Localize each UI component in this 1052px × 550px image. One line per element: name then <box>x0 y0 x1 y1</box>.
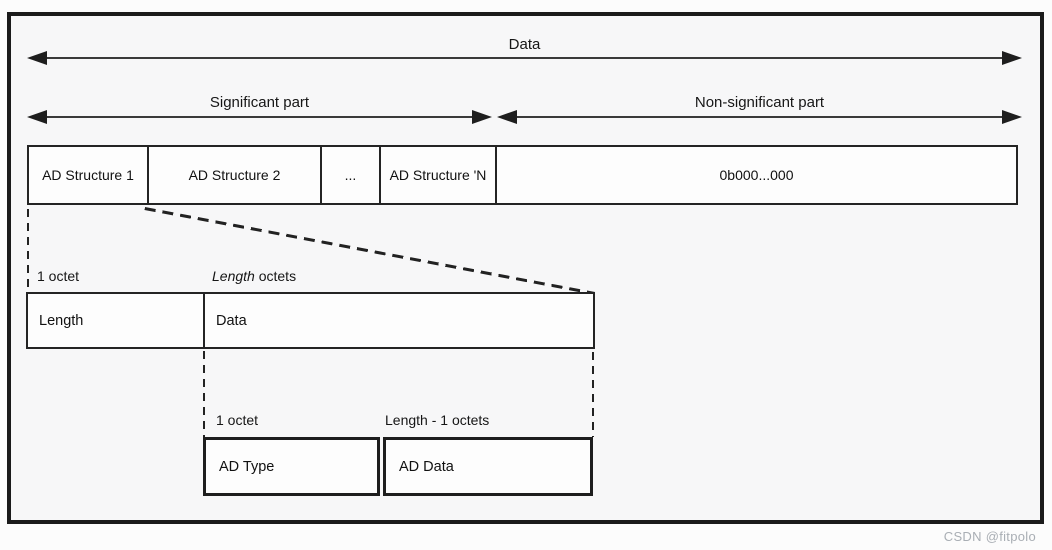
octet-size-label: 1 octet <box>37 268 80 284</box>
non-significant-zeros-cell: 0b000...000 <box>495 147 1016 203</box>
length-italic-text: Length <box>212 268 255 284</box>
left-arrowhead-icon <box>27 51 47 65</box>
length-box: Length <box>28 294 205 347</box>
ad-structure-row: AD Structure 1 AD Structure 2 ... AD Str… <box>27 145 1018 205</box>
length-octets-size-label: Length octets <box>212 268 296 285</box>
ad-structure-n-cell: AD Structure 'N <box>379 147 495 203</box>
ad-data-box: AD Data <box>383 437 593 496</box>
non-significant-part-label: Non-significant part <box>694 94 825 111</box>
data-arrow-line <box>44 57 1004 59</box>
octets-text: octets <box>254 268 297 284</box>
significant-part-label: Significant part <box>209 94 310 111</box>
dashed-connector-left <box>203 351 205 437</box>
ad-structure-2-cell: AD Structure 2 <box>147 147 320 203</box>
ad-structure-1-cell: AD Structure 1 <box>42 167 134 183</box>
non-significant-arrow-line <box>516 116 1004 118</box>
length-data-row: Length Data <box>26 292 595 349</box>
dashed-connector-right <box>592 352 594 437</box>
right-arrowhead-icon <box>1002 51 1022 65</box>
octet-size-label: 1 octet <box>216 412 259 428</box>
left-arrowhead-icon <box>27 110 47 124</box>
data-box: Data <box>216 312 247 329</box>
left-arrowhead-icon <box>497 110 517 124</box>
dashed-connector-left <box>27 209 29 292</box>
right-arrowhead-icon <box>472 110 492 124</box>
ellipsis-cell: ... <box>320 147 379 203</box>
watermark: CSDN @fitpolo <box>943 529 1036 544</box>
ad-type-box: AD Type <box>203 437 380 496</box>
right-arrowhead-icon <box>1002 110 1022 124</box>
length-minus-one-size-label: Length - 1 octets <box>385 412 490 428</box>
significant-arrow-line <box>44 116 474 118</box>
data-arrow-label: Data <box>508 36 541 53</box>
